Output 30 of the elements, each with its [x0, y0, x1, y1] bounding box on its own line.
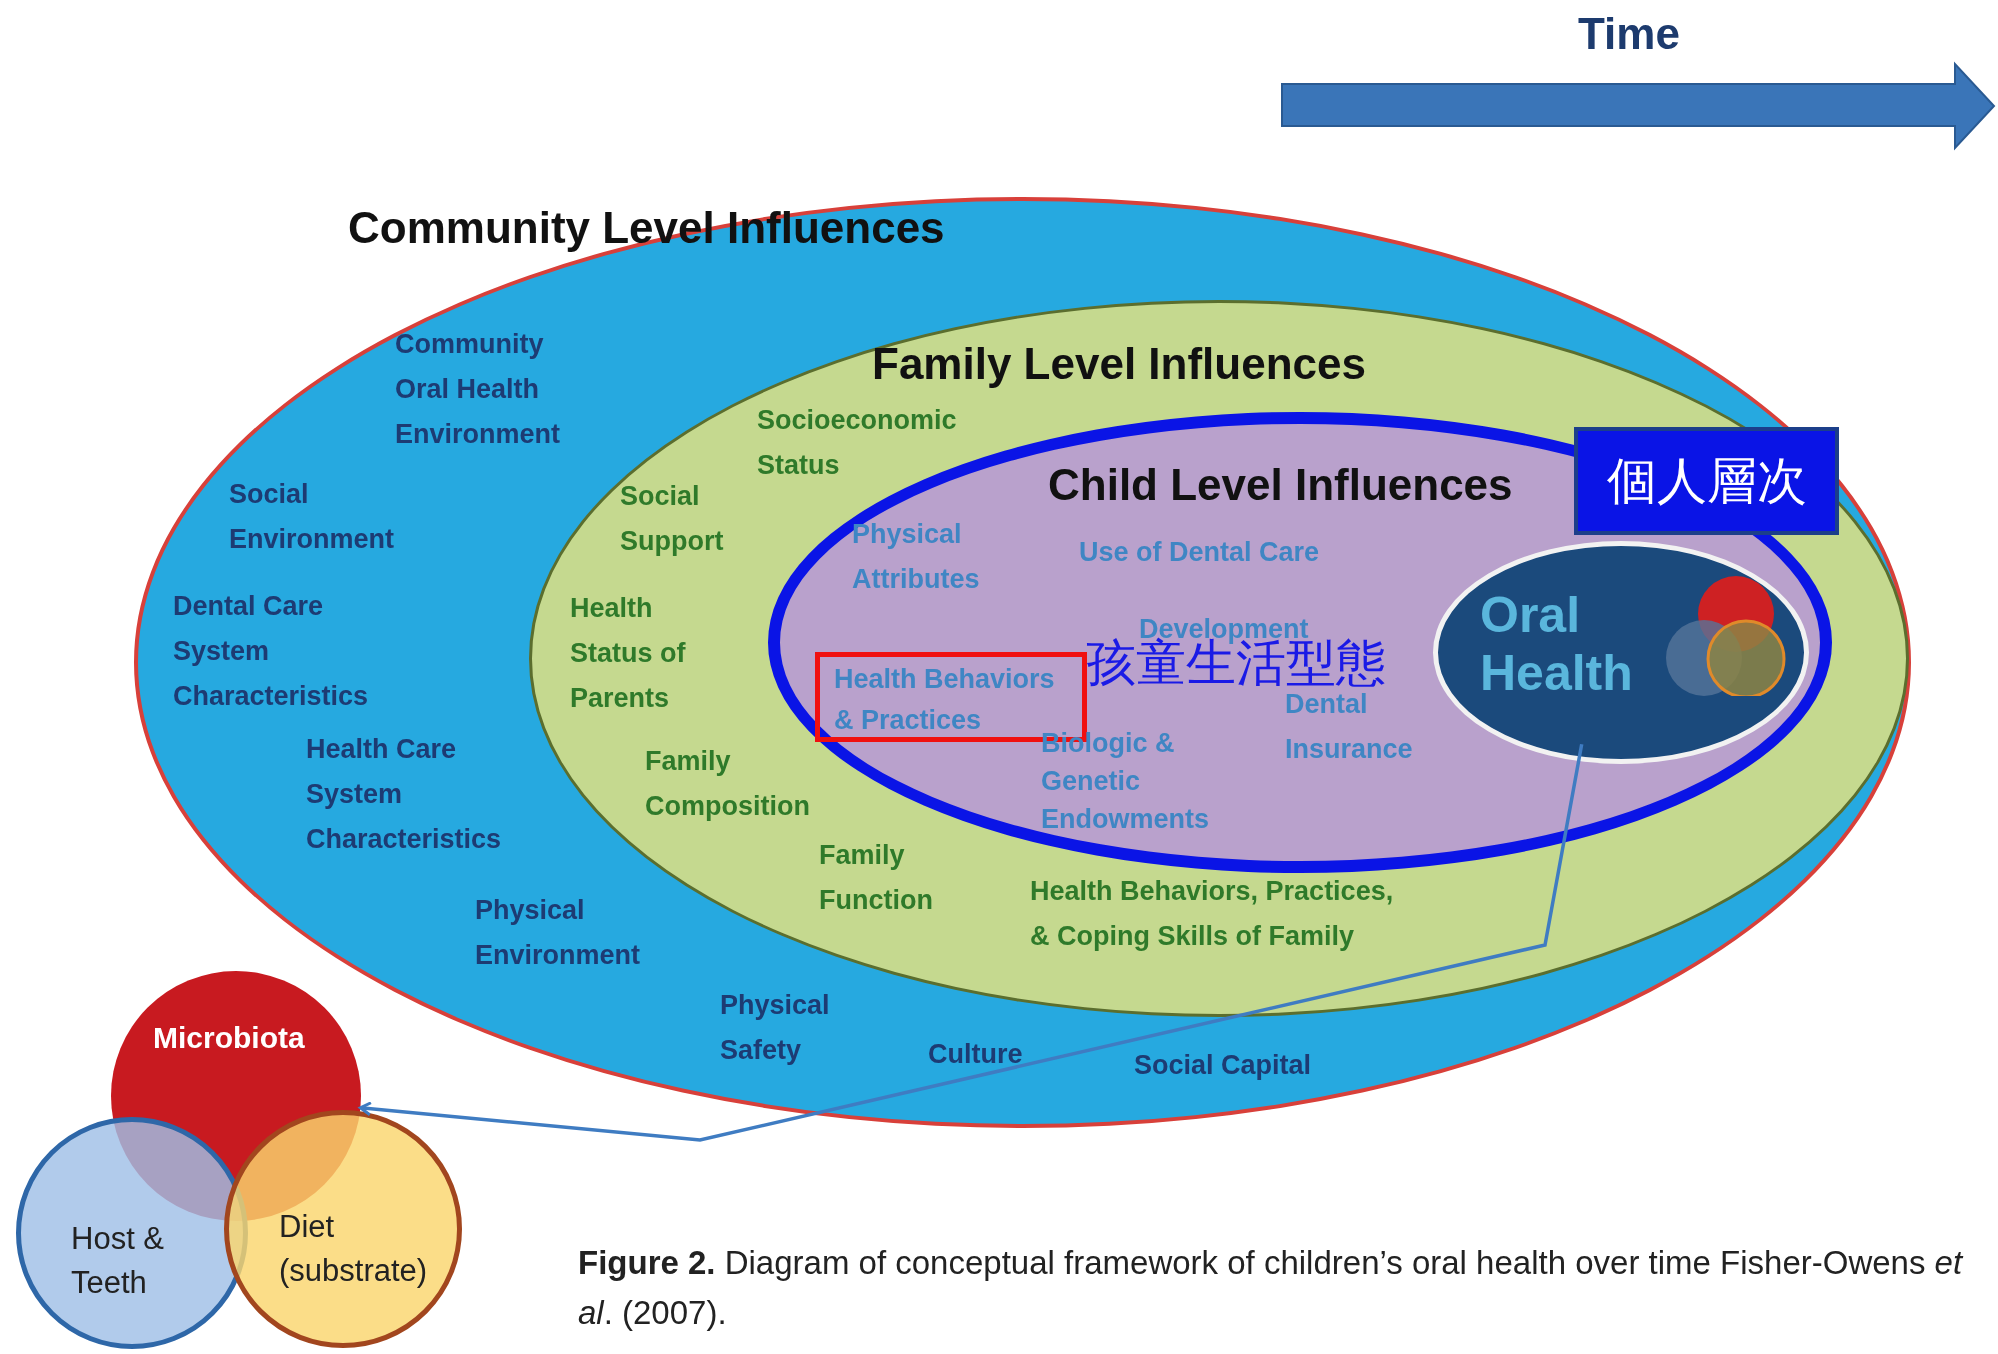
factor-label: Physical Environment [475, 894, 642, 972]
factor-label: Community Oral Health Environment [395, 328, 562, 451]
factor-label: Social Environment [229, 478, 396, 556]
box-label: 個人層次 [1605, 451, 1808, 511]
factor-label: Physical Attributes [852, 518, 981, 596]
heading: Host & Teeth [71, 1220, 166, 1302]
factor-label: Health Care System Characteristics [306, 733, 503, 856]
factor-label: Family Function [819, 839, 934, 917]
arrow [358, 744, 1584, 1142]
heading: Oral Health [1480, 586, 1630, 702]
heading: Diet (substrate) [279, 1208, 429, 1290]
heading: Family Level Influences [872, 339, 1366, 389]
factor-label: Social Support [620, 480, 725, 558]
factor-label: Health Status of Parents [570, 592, 687, 715]
factor-label: Social Capital [1134, 1049, 1312, 1082]
factor-label: Health Behaviors, Practices, & Coping Skills of Family [1030, 875, 1395, 953]
factor-label: Culture [928, 1038, 1023, 1071]
heading: Microbiota [153, 1021, 305, 1055]
factor-label: Socioeconomic Status [757, 404, 958, 482]
heading: Child Level Influences [1048, 460, 1513, 510]
factor-label: Family Composition [645, 745, 811, 823]
factor-label: Dental Insurance [1285, 688, 1414, 766]
caption: Figure 2. Diagram of conceptual framework of children’s oral health over time Fisher-Owens et al. (2007). [578, 1243, 1965, 1333]
factor-label: Physical Safety [720, 989, 831, 1067]
level-label-box [1574, 427, 1839, 535]
factor-label: Use of Dental Care [1079, 536, 1320, 569]
factor-label: Dental Care System Characteristics [173, 590, 370, 713]
factor-label: Biologic & Genetic Endowments [1041, 727, 1210, 836]
heading: Community Level Influences [348, 203, 945, 253]
axis-label: Time [1578, 8, 1680, 60]
